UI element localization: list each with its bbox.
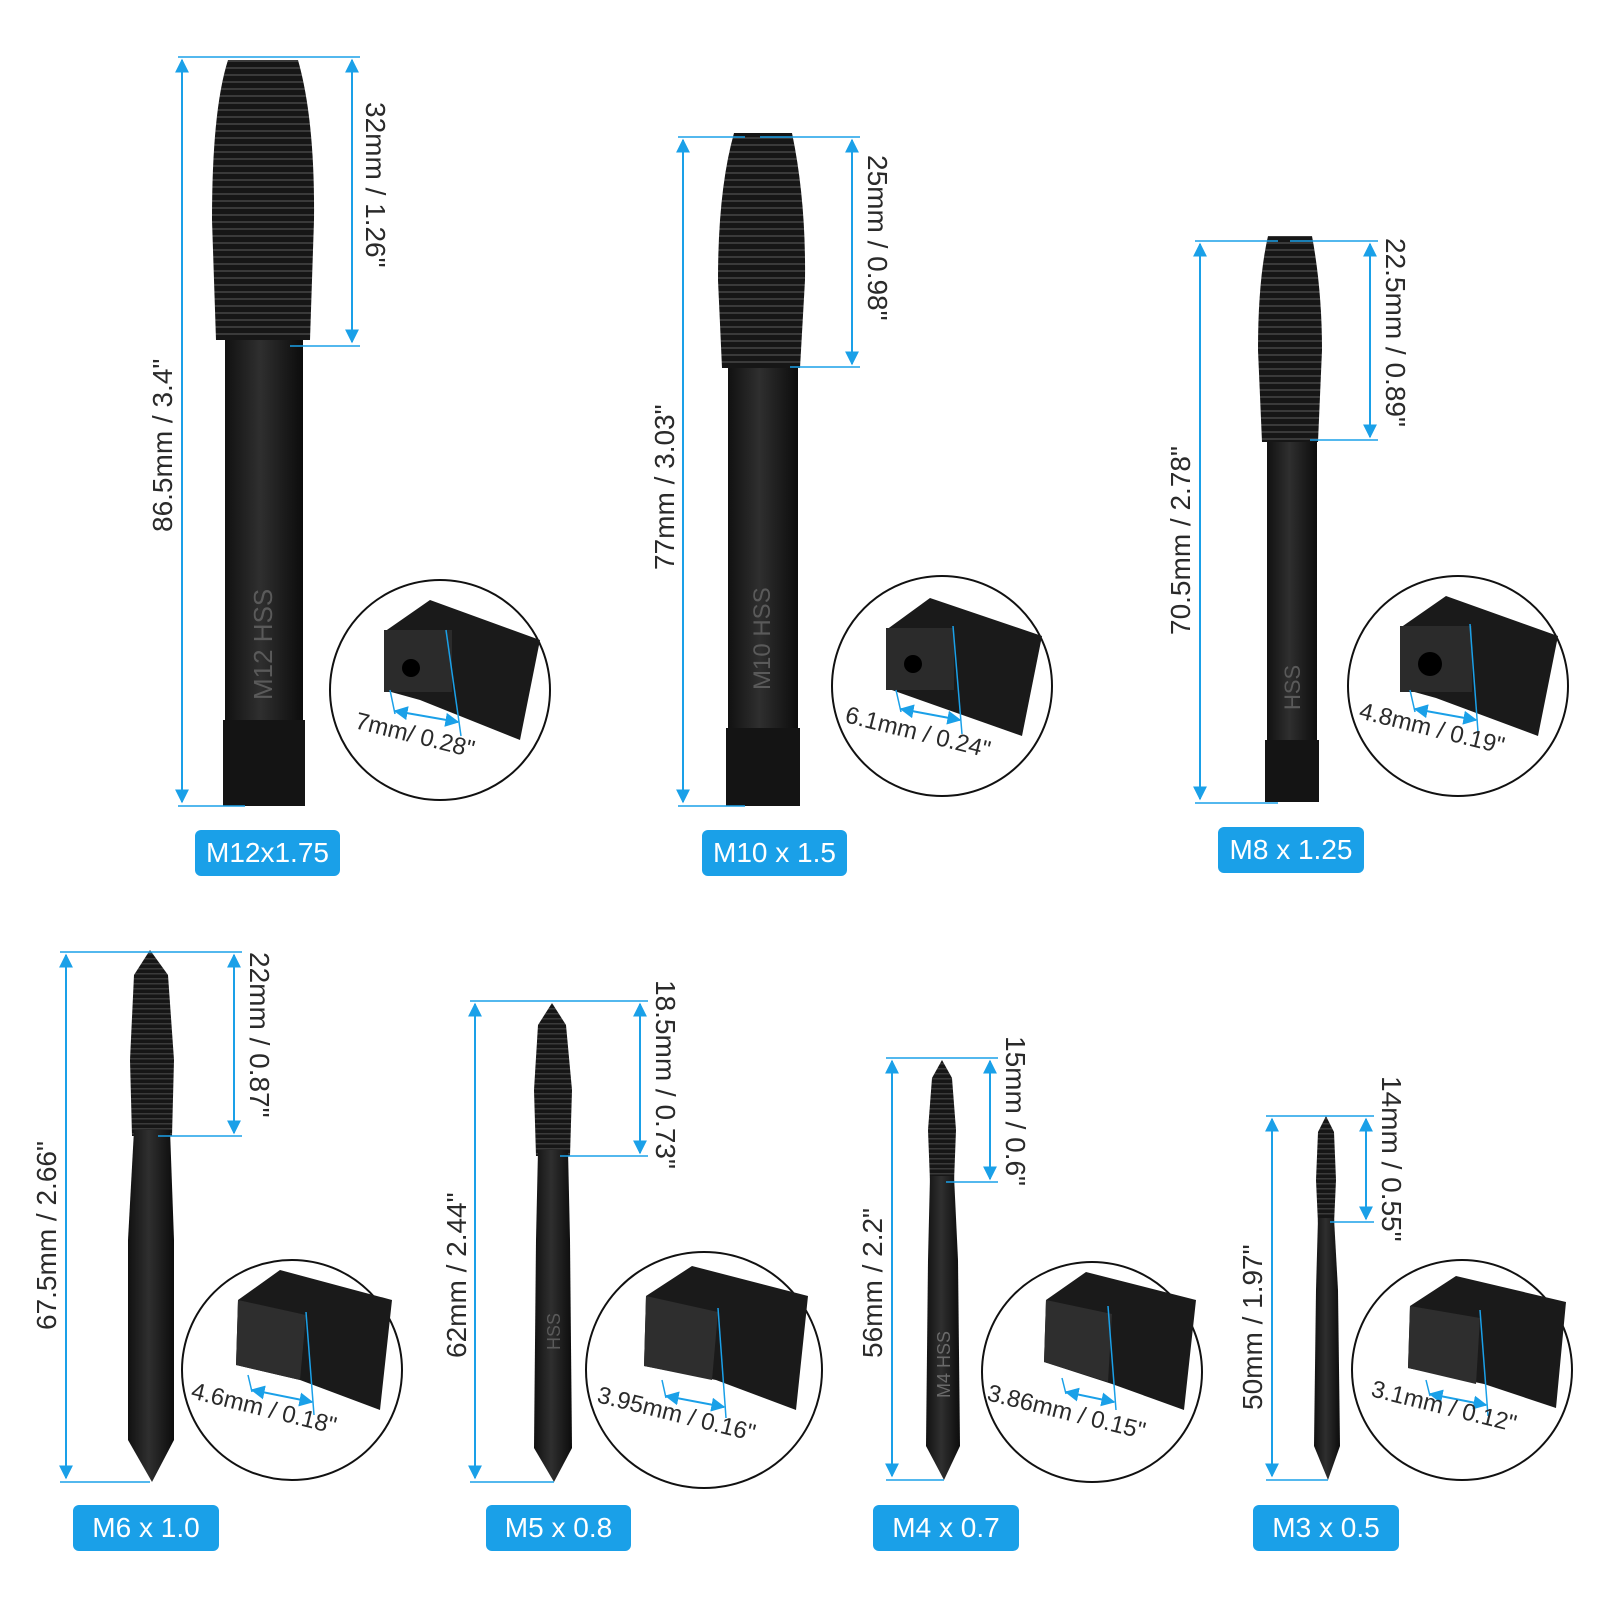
overall-length-label: 62mm / 2.44" (441, 1192, 472, 1358)
overall-length-label: 50mm / 1.97" (1237, 1244, 1268, 1410)
size-badge-m5: M5 x 0.8 (486, 1505, 631, 1551)
overall-length-label: 77mm / 3.03" (649, 404, 680, 570)
dimension-thread: 25mm / 0.98" (760, 136, 893, 368)
thread-length-label: 14mm / 0.55" (1376, 1076, 1407, 1242)
tap-thread (1316, 1116, 1336, 1224)
tap-m6 (128, 950, 174, 1482)
dimension-overall: 70.5mm / 2.78" (1165, 240, 1278, 804)
size-badge-m12: M12x1.75 (195, 830, 340, 876)
dimension-overall: 77mm / 3.03" (649, 136, 745, 807)
size-badge-m4: M4 x 0.7 (873, 1505, 1019, 1551)
size-badge-m8: M8 x 1.25 (1218, 827, 1364, 873)
tap-shank (225, 330, 303, 805)
tap-m12: M12 HSS (212, 60, 315, 806)
tap-marking: M4 HSS (934, 1331, 954, 1398)
dimension-thread: 22mm / 0.87" (150, 951, 275, 1137)
tap-square-end (1265, 740, 1319, 802)
square-detail-inset: 6.1mm / 0.24" (831, 575, 1053, 797)
tap-marking: HSS (544, 1313, 564, 1350)
tap-shank (728, 355, 798, 805)
thread-length-label: 32mm / 1.26" (360, 102, 391, 268)
tap-thread (718, 133, 806, 368)
dimension-thread: 22.5mm / 0.89" (1290, 238, 1411, 441)
tap-shank (1267, 430, 1317, 802)
tap-shank (534, 1150, 572, 1482)
dimension-overall: 86.5mm / 3.4" (147, 56, 245, 807)
tap-thread (1258, 236, 1322, 442)
tap-marking: M10 HSS (749, 587, 776, 690)
tap-marking: M12 HSS (248, 589, 278, 700)
tap-square-end (726, 728, 800, 806)
tap-thread (928, 1060, 956, 1182)
size-badge-m6: M6 x 1.0 (73, 1505, 219, 1551)
tap-marking: HSS (1280, 665, 1305, 710)
tap-m3 (1314, 1116, 1340, 1480)
tap-square-end (223, 720, 305, 806)
tap-shank (128, 1130, 174, 1482)
tip-detail-inset: 3.86mm / 0.15" (981, 1261, 1203, 1483)
tap-m8: HSS (1258, 236, 1322, 802)
dimension-thread: 32mm / 1.26" (245, 56, 391, 347)
tap-thread (130, 950, 174, 1136)
overall-length-label: 86.5mm / 3.4" (147, 359, 178, 532)
dimension-thread: 14mm / 0.55" (1328, 1076, 1407, 1242)
tap-thread (212, 60, 315, 340)
dimension-thread: 18.5mm / 0.73" (554, 980, 681, 1169)
tap-m5: HSS (534, 1003, 572, 1482)
tip-detail-inset: 4.6mm / 0.18" (181, 1259, 403, 1481)
square-detail-inset: 7mm/ 0.28" (329, 579, 551, 801)
size-badge-m10: M10 x 1.5 (702, 830, 847, 876)
overall-length-label: 70.5mm / 2.78" (1165, 446, 1196, 635)
tap-m10: M10 HSS (718, 133, 806, 806)
thread-length-label: 22.5mm / 0.89" (1380, 238, 1411, 427)
square-detail-inset: 4.8mm / 0.19" (1347, 575, 1569, 797)
thread-length-label: 22mm / 0.87" (244, 952, 275, 1118)
size-badge-m3: M3 x 0.5 (1253, 1505, 1399, 1551)
dimension-overall: 50mm / 1.97" (1237, 1115, 1328, 1481)
thread-length-label: 15mm / 0.6" (1000, 1036, 1031, 1186)
tip-detail-inset: 3.1mm / 0.12" (1351, 1259, 1573, 1481)
tap-shank (926, 1176, 960, 1480)
thread-length-label: 18.5mm / 0.73" (650, 980, 681, 1169)
tap-shank (1314, 1218, 1340, 1480)
overall-length-label: 67.5mm / 2.66" (31, 1141, 62, 1330)
dimension-overall: 62mm / 2.44" (441, 1000, 554, 1483)
dimension-thread: 15mm / 0.6" (944, 1036, 1031, 1186)
tap-thread (534, 1003, 572, 1156)
overall-length-label: 56mm / 2.2" (857, 1208, 888, 1358)
dimension-overall: 56mm / 2.2" (857, 1057, 944, 1481)
dimension-overall: 67.5mm / 2.66" (31, 951, 150, 1483)
thread-length-label: 25mm / 0.98" (862, 155, 893, 321)
tip-detail-inset: 3.95mm / 0.16" (585, 1251, 823, 1489)
tap-m4: M4 HSS (926, 1060, 960, 1480)
